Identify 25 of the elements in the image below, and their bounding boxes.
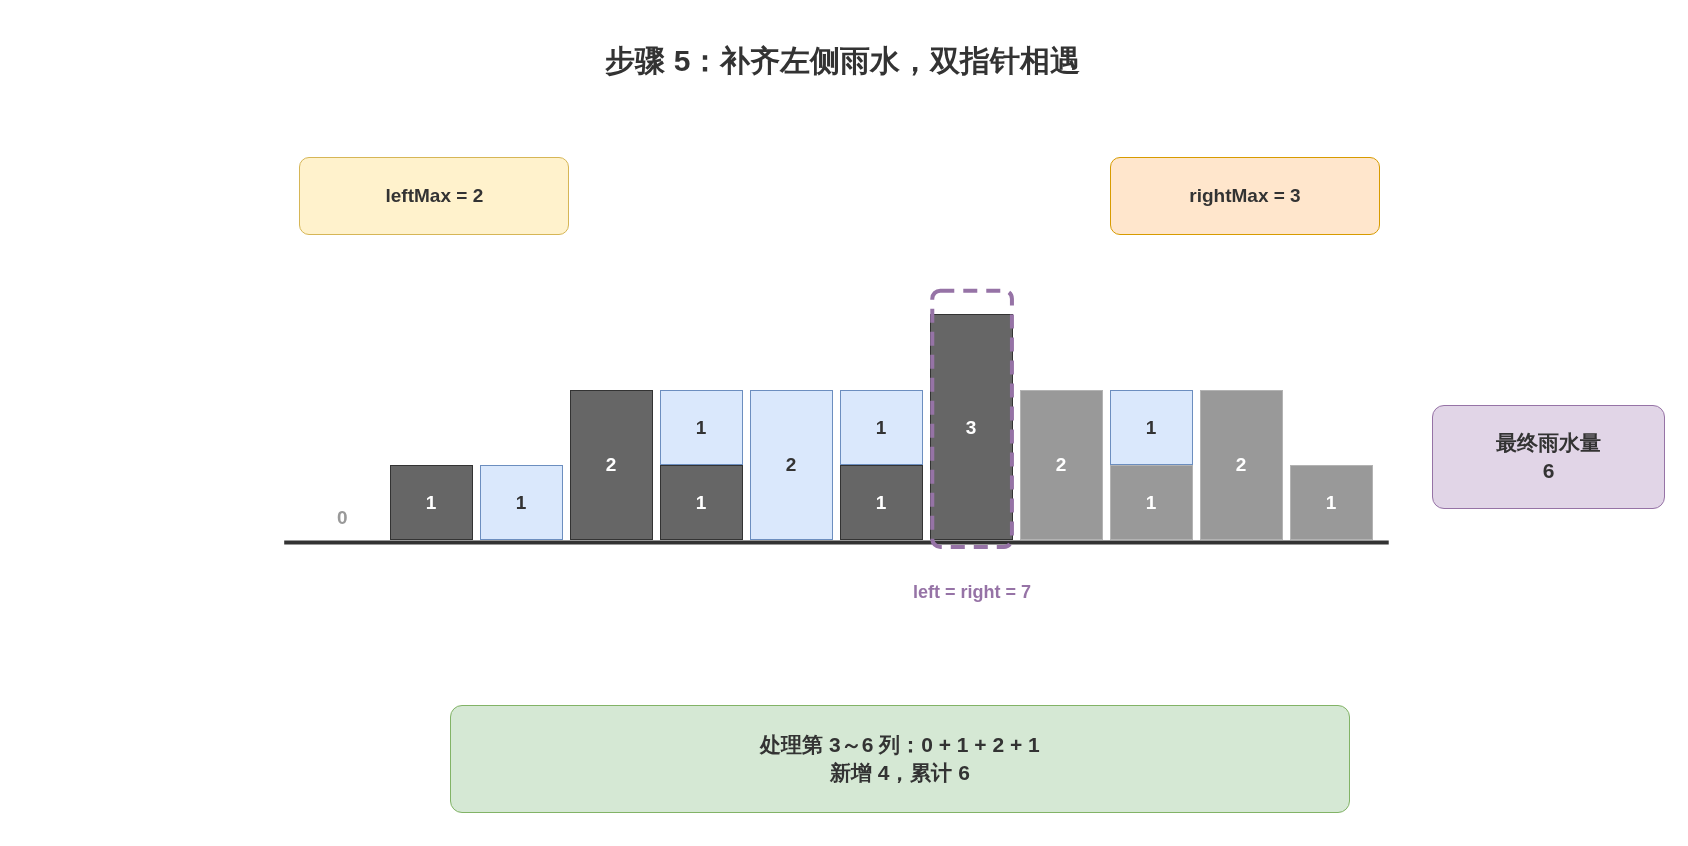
bar: 1 — [1109, 465, 1193, 541]
bar: 1 — [1289, 465, 1373, 541]
result-box — [1431, 404, 1666, 510]
bar: 2 — [1199, 389, 1283, 541]
bar: 2 — [1019, 389, 1103, 541]
bar: 1 — [659, 465, 743, 541]
summary-box — [450, 705, 1350, 813]
summary-text: 处理第 3～6 列：0 + 1 + 2 + 1 — [760, 731, 1040, 758]
pointer-label: left = right = 7 — [913, 581, 1032, 603]
water-block: 1 — [839, 389, 923, 466]
water-block: 1 — [479, 465, 563, 541]
bar: 3 — [929, 314, 1013, 541]
result-text: 最终雨水量 — [1496, 429, 1602, 456]
water-block: 1 — [659, 389, 743, 466]
bar: 1 — [839, 465, 923, 541]
water-block: 1 — [1109, 389, 1193, 466]
water-block: 2 — [749, 389, 833, 541]
summary-text: 新增 4，累计 6 — [829, 759, 970, 786]
title: 步骤 5：补齐左侧雨水，双指针相遇 — [605, 42, 1081, 79]
result-text: 6 — [1542, 457, 1555, 484]
variable-box: leftMax = 2 — [299, 157, 570, 235]
bar: 2 — [569, 389, 653, 541]
bar: 1 — [389, 465, 473, 541]
column-value: 0 — [337, 506, 348, 529]
variable-box: rightMax = 3 — [1109, 157, 1381, 235]
